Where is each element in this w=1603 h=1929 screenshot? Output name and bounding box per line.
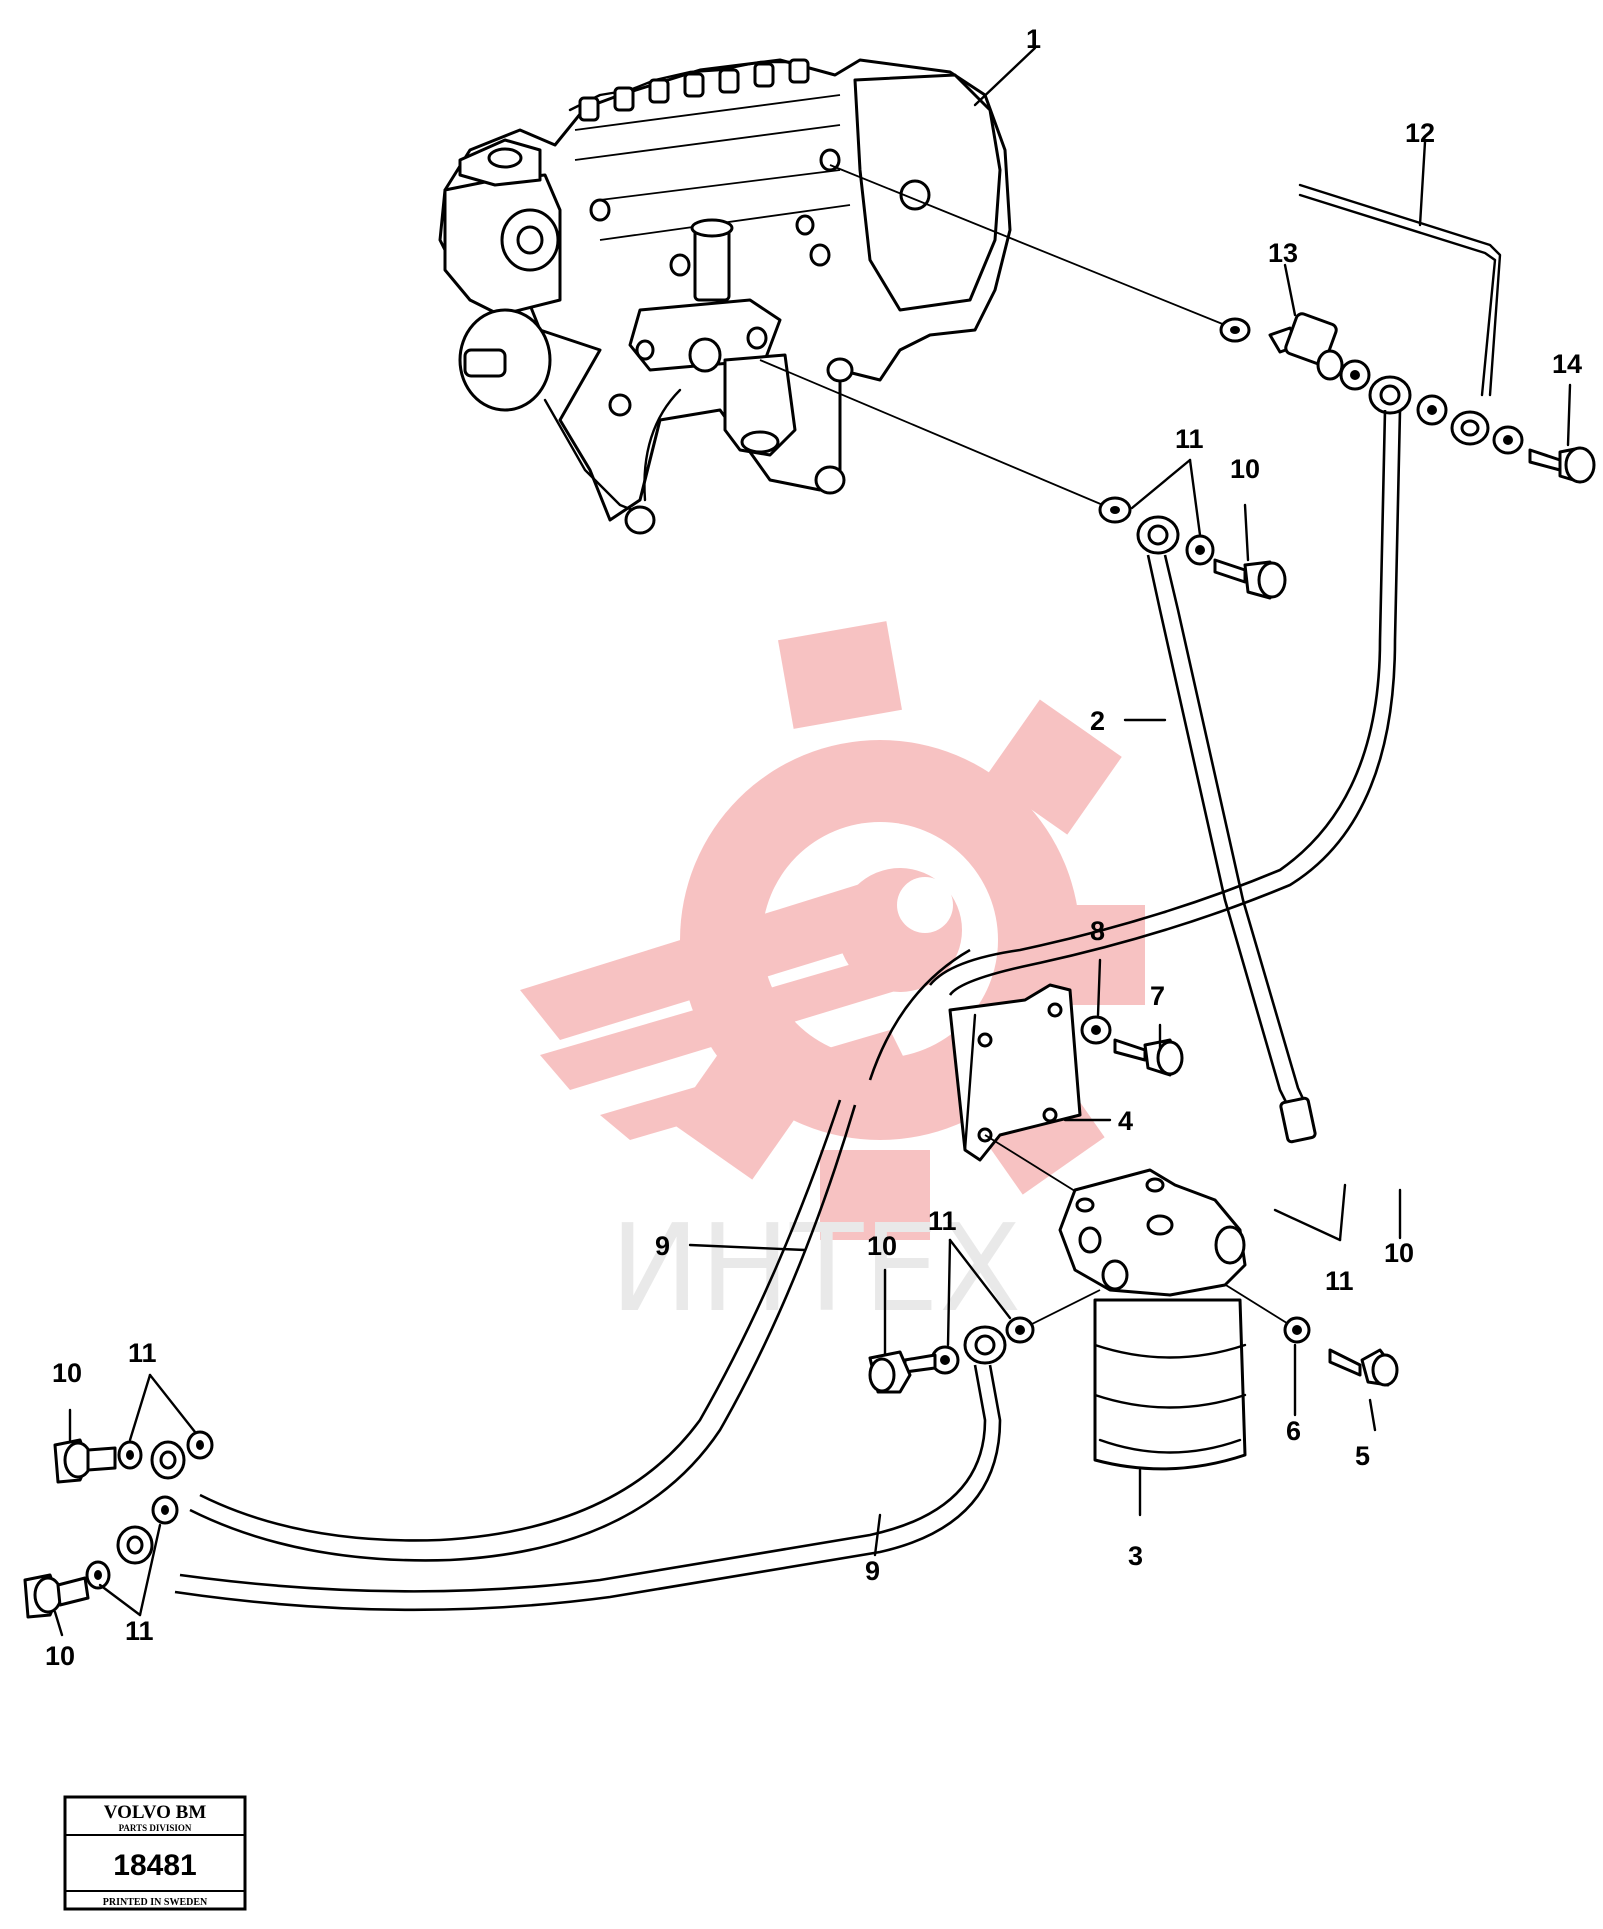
callout-10e: 10 [45, 1641, 75, 1671]
callout-12: 12 [1405, 118, 1435, 148]
injection-pump [438, 58, 1012, 535]
callout-1: 1 [1026, 24, 1041, 54]
callout-11e: 11 [125, 1616, 154, 1646]
callout-9b: 9 [865, 1556, 880, 1586]
callout-3: 3 [1128, 1541, 1143, 1571]
stamp-brand: VOLVO BM [104, 1802, 207, 1823]
callout-10a: 10 [1230, 454, 1260, 484]
stamp-footer: PRINTED IN SWEDEN [103, 1897, 208, 1908]
callout-10d: 10 [52, 1358, 82, 1388]
callout-9a: 9 [655, 1231, 670, 1261]
callout-13: 13 [1268, 238, 1298, 268]
lower-fuel-hoses [174, 948, 1101, 1612]
stamp-division: PARTS DIVISION [119, 1823, 192, 1833]
filter-bracket [948, 983, 1184, 1162]
callout-14: 14 [1552, 349, 1582, 379]
callout-11c: 11 [928, 1206, 957, 1236]
stamp-number: 18481 [113, 1849, 196, 1882]
callout-4: 4 [1118, 1106, 1133, 1136]
callout-7: 7 [1150, 981, 1165, 1011]
left-fittings [23, 1430, 214, 1619]
callout-11b: 11 [1325, 1266, 1354, 1296]
callout-8: 8 [1090, 916, 1105, 946]
callout-10b: 10 [1384, 1238, 1414, 1268]
fuel-filter [984, 1134, 1399, 1471]
feed-hose-fittings [759, 359, 1317, 1144]
volvo-bm-stamp: VOLVO BM PARTS DIVISION 18481 PRINTED IN… [63, 1795, 247, 1911]
intex-watermark-logo: ИНТЕХ [520, 621, 1145, 1339]
callout-2: 2 [1090, 706, 1105, 736]
callout-labels: 1 12 13 14 11 10 2 8 7 4 11 10 6 5 3 9 9… [45, 24, 1582, 1671]
callout-11a: 11 [1175, 424, 1204, 454]
callout-10c: 10 [867, 1231, 897, 1261]
callout-11d: 11 [128, 1338, 157, 1368]
return-line-fittings [829, 164, 1596, 996]
callout-6: 6 [1286, 1416, 1301, 1446]
callout-5: 5 [1355, 1441, 1370, 1471]
leader-lines [53, 46, 1572, 1637]
